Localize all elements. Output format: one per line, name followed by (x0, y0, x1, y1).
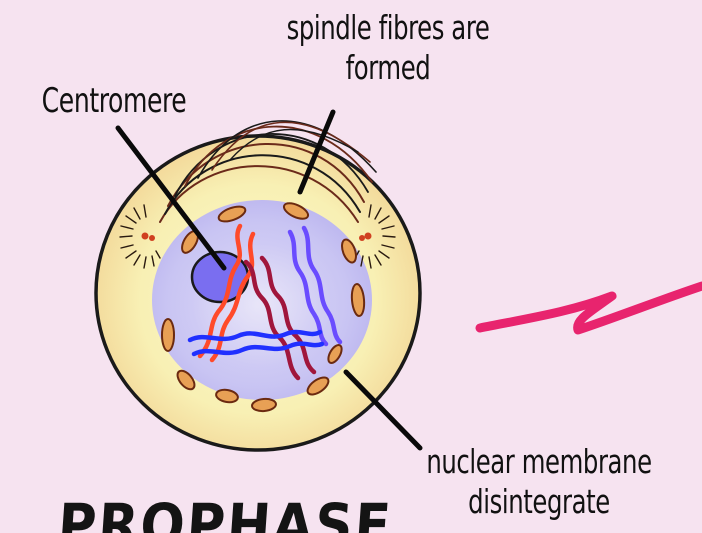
decorative-zigzag (480, 286, 702, 330)
nuclear-label-line1: nuclear membrane (409, 442, 670, 482)
nuclear-membrane-label: nuclear membrane disintegrate (409, 442, 670, 522)
nuclear-label-line2: disintegrate (409, 482, 670, 522)
spindle-label-line2: formed (265, 48, 511, 88)
phase-title: PROPHASE (56, 496, 394, 533)
spindle-label-line1: spindle fibres are (265, 8, 511, 48)
spindle-fibres-label: spindle fibres are formed (265, 8, 511, 88)
centromere-label: Centromere (24, 84, 204, 118)
